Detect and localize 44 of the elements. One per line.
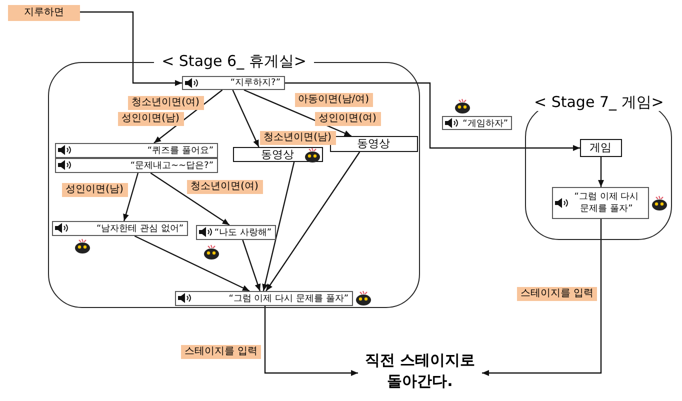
speech-box bbox=[182, 76, 284, 90]
condition-tag: 스테이지를 입력 bbox=[181, 345, 261, 359]
arrow bbox=[150, 172, 230, 226]
arrow bbox=[285, 82, 580, 151]
arrow bbox=[242, 240, 261, 292]
speech-box bbox=[54, 158, 218, 172]
arrow bbox=[482, 219, 602, 376]
condition-tag: 아동이면(남/여) bbox=[294, 92, 372, 106]
speech-box bbox=[54, 142, 218, 158]
video-box: 동영상 bbox=[232, 146, 322, 162]
condition-tag: 청소년이면(남) bbox=[260, 130, 336, 144]
speech-box bbox=[52, 220, 188, 236]
arrow bbox=[232, 90, 260, 148]
speech-box bbox=[196, 224, 276, 240]
arrow bbox=[134, 235, 250, 292]
arrow bbox=[266, 152, 360, 292]
quote-text: “남자한테 관심 없어” bbox=[95, 222, 184, 234]
arrow bbox=[598, 157, 604, 187]
quote-text: “게임하자” bbox=[462, 118, 509, 130]
condition-tag: 청소년이면(여) bbox=[186, 180, 262, 194]
speech-box bbox=[552, 186, 648, 218]
condition-tag: 성인이면(남) bbox=[118, 112, 184, 126]
quote-text: “그럼 이제 다시 문제를 풀자” bbox=[228, 292, 350, 304]
speech-box bbox=[442, 116, 512, 130]
quote-text: “그럼 이제 다시 문제를 풀자” bbox=[573, 190, 640, 214]
condition-tag: 지루하면 bbox=[8, 5, 80, 21]
arrow bbox=[123, 172, 139, 222]
condition-tag: 스테이지를 입력 bbox=[517, 287, 597, 301]
condition-tag: 성인이면(남) bbox=[62, 182, 128, 196]
arrow bbox=[80, 11, 182, 86]
condition-tag: 성인이면(여) bbox=[314, 112, 380, 126]
result-text: 직전 스테이지로 돌아간다. bbox=[358, 350, 482, 396]
video-box: 동영상 bbox=[330, 136, 418, 152]
arrow bbox=[262, 162, 295, 292]
quote-text: “나도 사랑해” bbox=[213, 226, 272, 238]
condition-tag: 청소년이면(여) bbox=[128, 96, 204, 110]
quote-text: “퀴즈를 풀어요” bbox=[146, 144, 214, 156]
arrow bbox=[264, 306, 358, 376]
quote-text: “지루하지?” bbox=[229, 77, 282, 89]
stage-title: < Stage 6_ 휴게실> bbox=[154, 52, 314, 70]
arrow bbox=[244, 89, 352, 137]
game-box: 게임 bbox=[580, 138, 622, 156]
quote-text: “문제내고~~답은?” bbox=[129, 160, 214, 172]
speech-box bbox=[174, 290, 352, 306]
